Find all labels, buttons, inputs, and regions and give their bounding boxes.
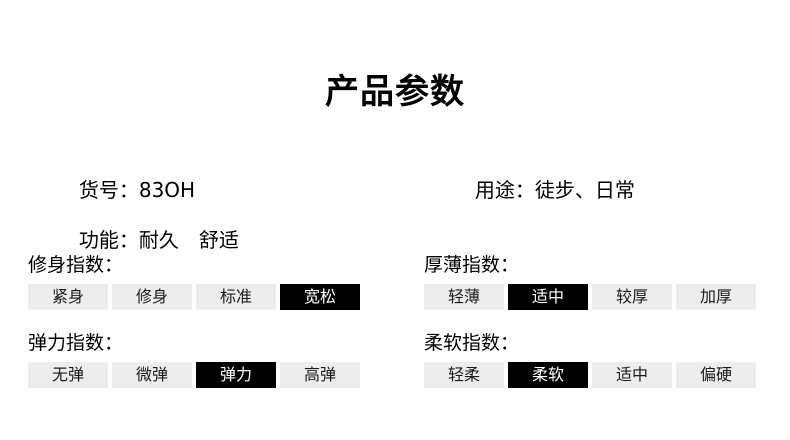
fit-index-option-0[interactable]: 紧身 [28, 284, 108, 310]
function-label: 功能： [78, 228, 139, 252]
elasticity-index-label: 弹力指数： [28, 332, 124, 354]
item-number-field: 货号：83OH [28, 148, 195, 232]
info-row-1: 货号：83OH 用途：徒步、日常 [0, 148, 790, 202]
thickness-index-block: 厚薄指数： 轻薄 适中 较厚 加厚 [424, 252, 759, 310]
function-value: 耐久 舒适 [138, 228, 239, 252]
elasticity-index-option-0[interactable]: 无弹 [28, 362, 108, 388]
item-number-label: 货号： [78, 178, 139, 202]
usage-value: 徒步、日常 [534, 178, 635, 202]
softness-index-option-0[interactable]: 轻柔 [424, 362, 504, 388]
thickness-index-option-1[interactable]: 适中 [508, 284, 588, 310]
info-row-2: 功能：耐久 舒适 [0, 198, 790, 252]
elasticity-index-option-2[interactable]: 弹力 [196, 362, 276, 388]
softness-index-option-3[interactable]: 偏硬 [676, 362, 756, 388]
fit-index-block: 修身指数： 紧身 修身 标准 宽松 [28, 252, 363, 310]
fit-index-options: 紧身 修身 标准 宽松 [28, 284, 360, 310]
thickness-index-options: 轻薄 适中 较厚 加厚 [424, 284, 756, 310]
elasticity-index-option-3[interactable]: 高弹 [280, 362, 360, 388]
elasticity-index-block: 弹力指数： 无弹 微弹 弹力 高弹 [28, 330, 363, 388]
softness-index-label: 柔软指数： [424, 332, 520, 354]
fit-index-option-3[interactable]: 宽松 [280, 284, 360, 310]
usage-field: 用途：徒步、日常 [424, 148, 635, 232]
thickness-index-option-3[interactable]: 加厚 [676, 284, 756, 310]
usage-label: 用途： [474, 178, 535, 202]
thickness-index-option-0[interactable]: 轻薄 [424, 284, 504, 310]
softness-index-option-1[interactable]: 柔软 [508, 362, 588, 388]
thickness-index-label: 厚薄指数： [424, 254, 520, 276]
softness-index-options: 轻柔 柔软 适中 偏硬 [424, 362, 756, 388]
elasticity-index-options: 无弹 微弹 弹力 高弹 [28, 362, 360, 388]
fit-index-option-2[interactable]: 标准 [196, 284, 276, 310]
function-field: 功能：耐久 舒适 [28, 198, 239, 282]
elasticity-index-option-1[interactable]: 微弹 [112, 362, 192, 388]
thickness-index-option-2[interactable]: 较厚 [592, 284, 672, 310]
softness-index-option-2[interactable]: 适中 [592, 362, 672, 388]
page-title: 产品参数 [325, 72, 465, 112]
product-info-grid: 货号：83OH 用途：徒步、日常 功能：耐久 舒适 [0, 148, 790, 252]
fit-index-option-1[interactable]: 修身 [112, 284, 192, 310]
fit-index-label: 修身指数： [28, 254, 124, 276]
item-number-value: 83OH [138, 178, 196, 202]
softness-index-block: 柔软指数： 轻柔 柔软 适中 偏硬 [424, 330, 759, 388]
